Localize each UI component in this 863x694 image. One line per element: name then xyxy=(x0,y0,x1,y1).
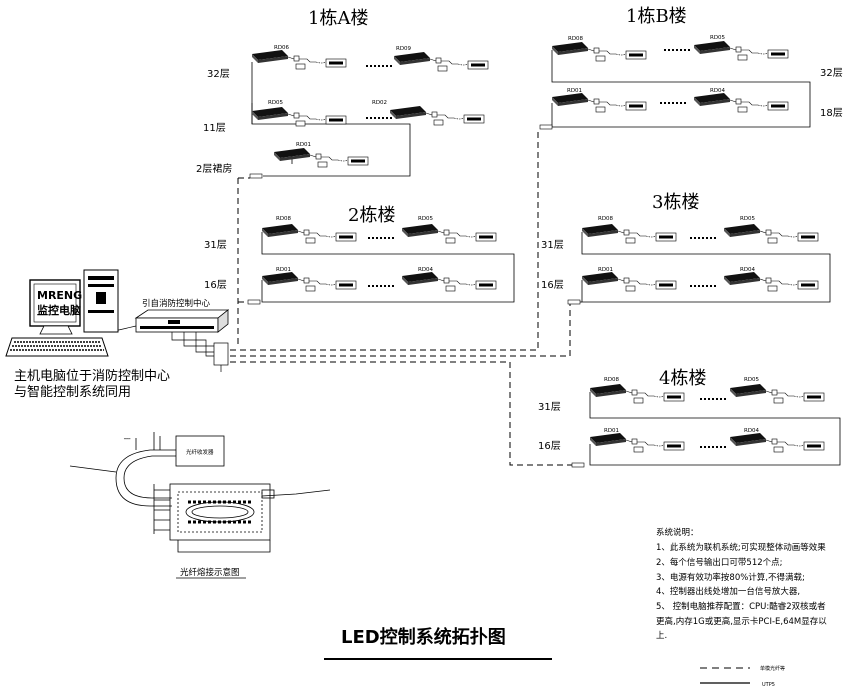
controller-label: RD08 xyxy=(568,36,584,42)
floor-label: 18层 xyxy=(820,107,843,119)
controller-label: RD08 xyxy=(276,216,292,222)
controller-label: RD08 xyxy=(604,377,620,383)
controller-box xyxy=(401,223,497,244)
floor-label: 16层 xyxy=(204,279,227,291)
controller-box xyxy=(273,147,369,168)
building-4-title: 4栋楼 xyxy=(659,368,706,389)
controller-label: RD09 xyxy=(396,46,412,52)
controller-label: RD01 xyxy=(567,88,582,94)
diagram-title: LED控制系统拓扑图 xyxy=(341,626,506,648)
notes-item: 2、每个信号输出口可带512个点; xyxy=(656,557,783,568)
network-switch xyxy=(134,309,230,333)
controller-box xyxy=(729,432,825,453)
controller-box xyxy=(581,271,677,292)
floor-label: 31层 xyxy=(204,239,227,251)
controller-label: RD01 xyxy=(276,267,291,273)
building-1b-title: 1栋B楼 xyxy=(626,6,687,27)
controller-box xyxy=(393,51,489,72)
notes-item: 1、此系统为联机系统;可实现整体动画等效果 xyxy=(656,542,826,553)
notes-item: 3、电源有效功率按80%计算,不得满载; xyxy=(656,572,805,583)
controller-box xyxy=(723,223,819,244)
signal-amplifier xyxy=(567,299,581,305)
monitor-text: MRENG xyxy=(37,289,82,302)
legend-utp-label: UTP5 xyxy=(762,682,775,688)
monitor-text: 监控电脑 xyxy=(37,303,81,317)
fiber-diagram-caption: 光纤熔接示意图 xyxy=(180,567,240,578)
controller-label: RD05 xyxy=(710,35,726,41)
controller-box xyxy=(693,92,789,113)
controller-box xyxy=(551,41,647,62)
building-1a-title: 1栋A楼 xyxy=(308,8,368,29)
building-2-title: 2栋楼 xyxy=(348,205,395,226)
controller-label: RD05 xyxy=(418,216,434,222)
controller-label: RD04 xyxy=(740,267,756,273)
computer-caption: 与智能控制系统同用 xyxy=(14,385,131,400)
controller-label: RD05 xyxy=(740,216,756,222)
controller-box xyxy=(401,271,497,292)
controller-label: RD04 xyxy=(744,428,760,434)
controller-label: RD04 xyxy=(418,267,434,273)
controller-label: RD08 xyxy=(598,216,614,222)
notes-item: 上. xyxy=(656,631,667,641)
control-computer xyxy=(5,269,119,357)
controller-label: RD01 xyxy=(598,267,613,273)
fiber-trunk-lines xyxy=(230,130,572,466)
controller-box xyxy=(261,223,357,244)
controller-label: RD05 xyxy=(268,100,284,106)
floor-label: 31层 xyxy=(538,401,561,413)
building-3-title: 3栋楼 xyxy=(652,192,699,213)
controller-box xyxy=(251,106,347,127)
controller-label: RD02 xyxy=(372,100,387,106)
controller-label: RD04 xyxy=(710,88,726,94)
notes-item: 更高,内存1G或更高,显示卡PCI-E,64M显存以 xyxy=(656,616,827,627)
signal-amplifier xyxy=(539,124,553,130)
floor-label: 16层 xyxy=(538,440,561,452)
floor-label: 2层裙房 xyxy=(196,162,232,175)
floor-label: 16层 xyxy=(541,279,564,291)
switch-cables xyxy=(109,325,218,357)
controller-box xyxy=(581,223,677,244)
controller-box xyxy=(551,92,647,113)
controller-label: RD01 xyxy=(604,428,619,434)
floor-label: 11层 xyxy=(203,122,226,134)
legend: 单模光纤等 UTP5 xyxy=(700,665,785,688)
floor-label: 31层 xyxy=(541,239,564,251)
notes-item: 4、控制器出线处增加一台信号放大器, xyxy=(656,586,800,597)
building-4-group xyxy=(589,392,841,466)
patch-panel xyxy=(213,342,229,366)
fiber-fusion-diagram xyxy=(69,432,331,553)
controller-label: RD06 xyxy=(274,45,290,51)
fiber-tag: ━━━ xyxy=(123,437,131,441)
notes-item: 5、 控制电脑推荐配置：CPU:酷睿2双核或者 xyxy=(656,601,826,612)
signal-amplifier xyxy=(571,462,585,468)
controller-box xyxy=(389,105,485,126)
controller-box xyxy=(693,40,789,61)
transceiver-label: 光纤收发器 xyxy=(186,448,214,456)
controller-box xyxy=(723,271,819,292)
controller-box xyxy=(729,383,825,404)
controller-box xyxy=(261,271,357,292)
legend-fiber-label: 单模光纤等 xyxy=(760,665,785,672)
building-2-group xyxy=(261,232,515,303)
control-center-label: 引自消防控制中心 xyxy=(142,298,211,309)
floor-label: 32层 xyxy=(207,68,230,80)
system-notes: 系统说明： 1、此系统为联机系统;可实现整体动画等效果 2、每个信号输出口可带5… xyxy=(656,527,827,641)
notes-heading: 系统说明： xyxy=(656,527,699,538)
signal-amplifier xyxy=(249,173,263,179)
floor-label: 32层 xyxy=(820,67,843,79)
computer-caption: 主机电脑位于消防控制中心 xyxy=(14,368,170,384)
controller-box xyxy=(589,432,685,453)
signal-amplifier xyxy=(247,299,261,305)
controller-label: RD01 xyxy=(296,142,311,148)
controller-box xyxy=(251,49,347,70)
controller-label: RD05 xyxy=(744,377,760,383)
